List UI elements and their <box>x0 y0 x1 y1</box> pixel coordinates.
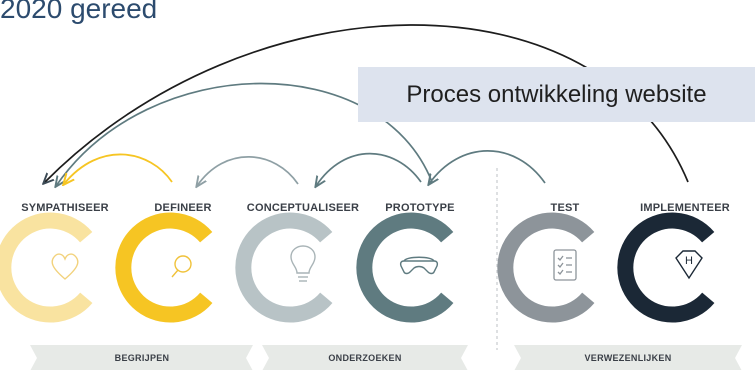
callout-box: Proces ontwikkeling website <box>358 67 755 122</box>
step-label-defineer: DEFINEER <box>154 202 211 214</box>
page-title: 2020 gereed <box>0 0 158 24</box>
arc-test-to-prototype <box>429 150 546 184</box>
phase-label-begrijpen: BEGRIJPEN <box>115 353 170 363</box>
step-label-prototype: PROTOTYPE <box>385 202 454 214</box>
step-label-implementeer: IMPLEMENTEER <box>640 202 730 214</box>
heart-icon <box>51 253 79 280</box>
phase-banner-onderzoeken: ONDERZOEKEN <box>262 345 468 370</box>
step-label-sympathiseer: SYMPATHISEER <box>21 202 109 214</box>
arc-defineer-to-sympathiseer <box>64 153 173 184</box>
callout-text: Proces ontwikkeling website <box>406 80 707 108</box>
ring-test <box>497 212 595 323</box>
vr-headset-icon <box>399 256 439 275</box>
arc-conceptualiseer-to-defineer <box>197 156 299 186</box>
checklist-icon <box>553 249 577 281</box>
phase-banner-begrijpen: BEGRIJPEN <box>30 345 253 370</box>
step-label-test: TEST <box>551 202 580 214</box>
phase-label-onderzoeken: ONDERZOEKEN <box>328 353 401 363</box>
ring-conceptualiseer <box>235 212 333 323</box>
arc-prototype-to-sympathiseer <box>56 82 433 186</box>
phase-banner-verwezenlijken: VERWEZENLIJKEN <box>514 345 742 370</box>
ring-sympathiseer <box>0 212 93 323</box>
lightbulb-icon <box>290 245 316 282</box>
superman-shield-icon: H <box>675 250 703 280</box>
arc-prototype-to-conceptualiseer <box>316 152 422 186</box>
step-label-conceptualiseer: CONCEPTUALISEER <box>247 202 359 214</box>
ring-defineer <box>115 212 213 323</box>
phase-label-verwezenlijken: VERWEZENLIJKEN <box>584 353 671 363</box>
magnifier-icon <box>171 255 192 278</box>
ring-implementeer <box>617 212 715 323</box>
svg-text:H: H <box>685 255 693 267</box>
ring-prototype <box>356 212 454 323</box>
